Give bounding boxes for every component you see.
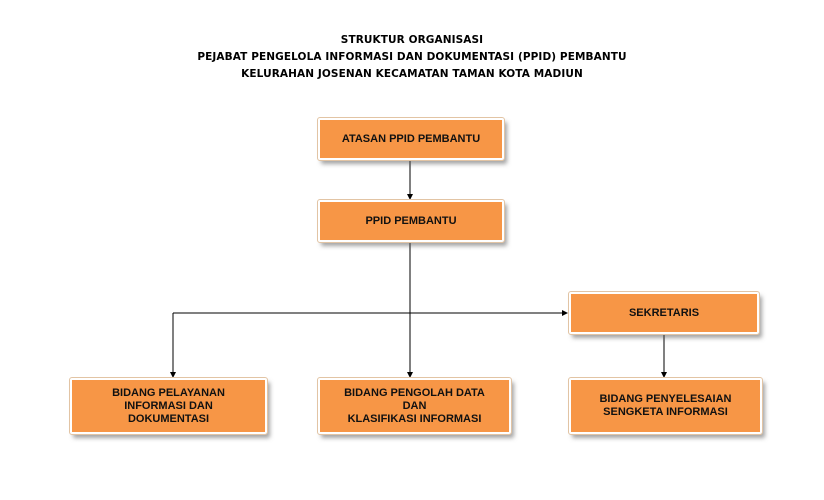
node-ppid-label: PPID PEMBANTU xyxy=(365,214,457,227)
node-sekretaris-label: SEKRETARIS xyxy=(628,306,700,319)
node-atasan-label: ATASAN PPID PEMBANTU xyxy=(341,132,481,145)
chart-title: STRUKTUR ORGANISASI PEJABAT PENGELOLA IN… xyxy=(0,32,824,83)
node-bidang-pelayanan: BIDANG PELAYANAN INFORMASI DAN DOKUMENTA… xyxy=(69,377,268,435)
node-atasan-ppid-pembantu: ATASAN PPID PEMBANTU xyxy=(317,117,505,161)
node-bidang-pengolah-label: BIDANG PENGOLAH DATA DAN KLASIFIKASI INF… xyxy=(344,386,485,425)
node-bidang-penyelesaian-label: BIDANG PENYELESAIAN SENGKETA INFORMASI xyxy=(599,393,732,418)
node-bidang-penyelesaian: BIDANG PENYELESAIAN SENGKETA INFORMASI xyxy=(568,377,763,435)
node-ppid-pembantu: PPID PEMBANTU xyxy=(317,199,505,243)
node-bidang-pelayanan-label: BIDANG PELAYANAN INFORMASI DAN DOKUMENTA… xyxy=(112,386,225,425)
title-line-2: PEJABAT PENGELOLA INFORMASI DAN DOKUMENT… xyxy=(197,51,627,63)
title-line-1: STRUKTUR ORGANISASI xyxy=(340,34,484,46)
node-sekretaris: SEKRETARIS xyxy=(568,291,760,335)
title-line-3: KELURAHAN JOSENAN KECAMATAN TAMAN KOTA M… xyxy=(241,68,583,80)
node-bidang-pengolah: BIDANG PENGOLAH DATA DAN KLASIFIKASI INF… xyxy=(317,377,512,435)
